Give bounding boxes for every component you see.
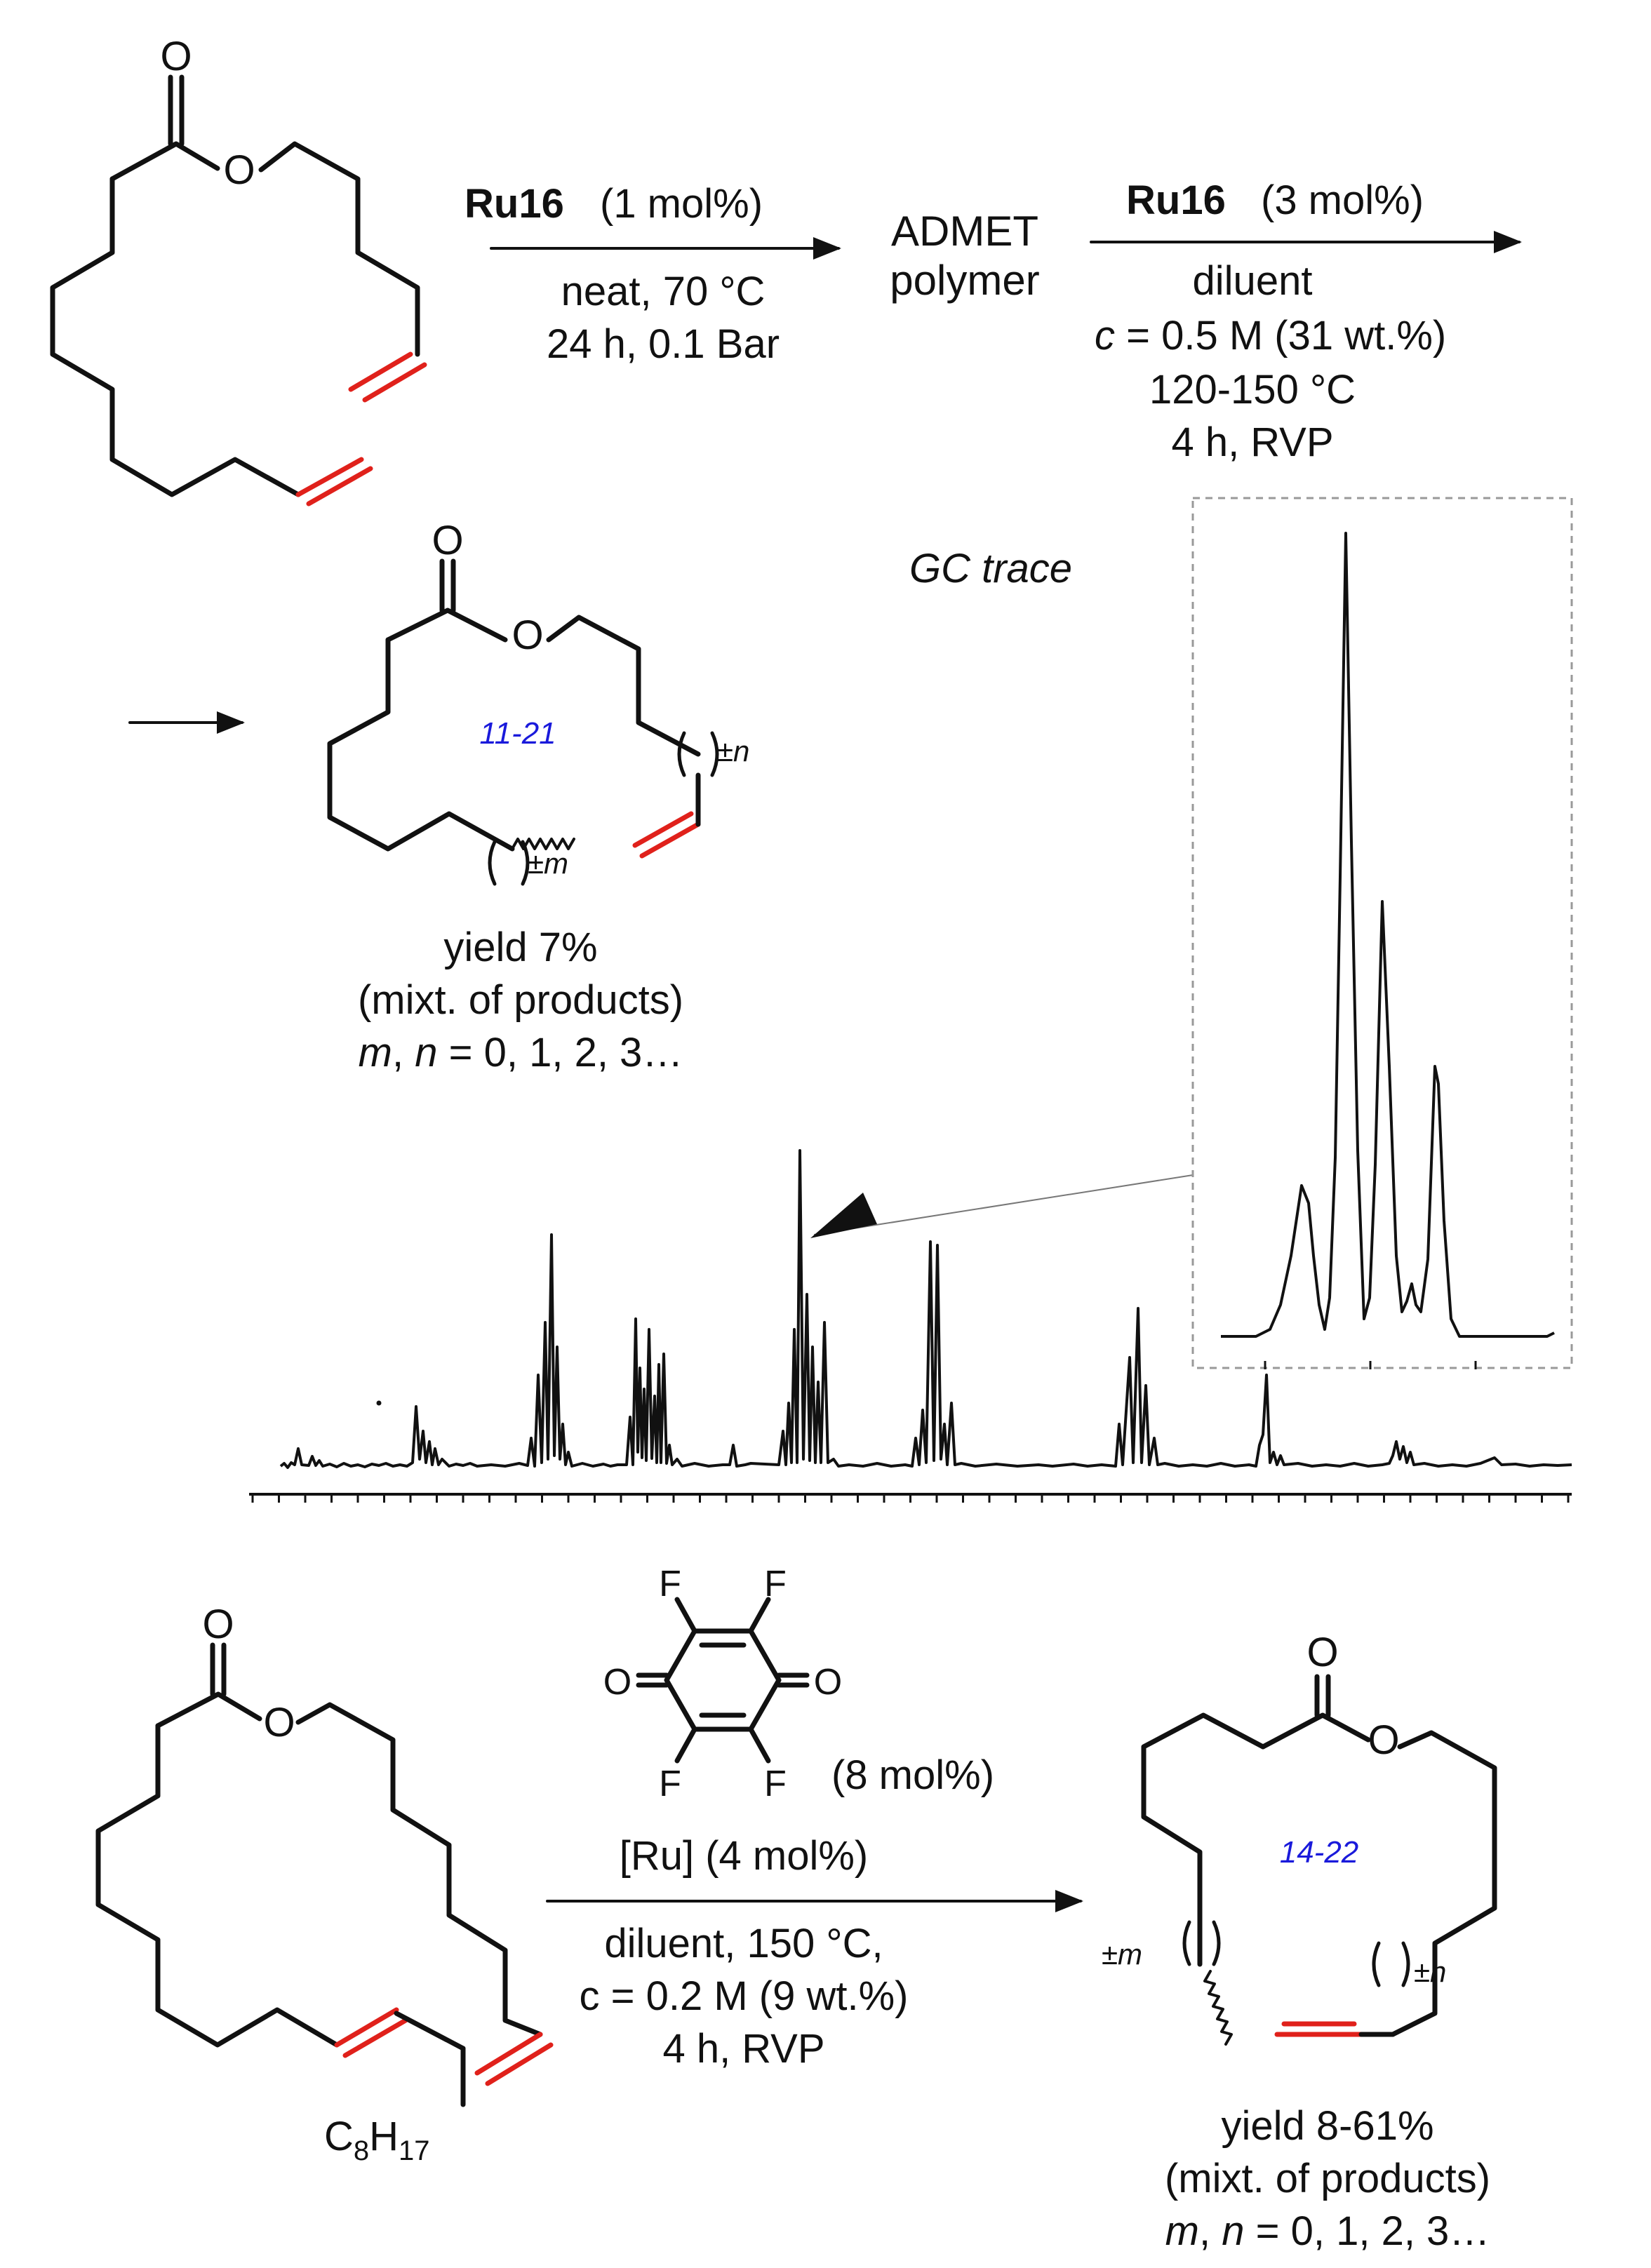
ring-size-label-2: 14-22 <box>1280 1835 1359 1870</box>
m-index-2: ±m <box>1102 1938 1142 1971</box>
reaction-arrow-1: Ru16 (1 mol%) neat, 70 °C 24 h, 0.1 Bar <box>464 181 841 367</box>
quinone-oxygen-1: O <box>603 1662 631 1703</box>
octyl-h: H <box>369 2114 399 2159</box>
mn-values-2: m, n = 0, 1, 2, 3… <box>1165 2208 1490 2254</box>
gc-chromatogram <box>249 1149 1572 1503</box>
loading-2: (3 mol%) <box>1261 177 1424 223</box>
ester-oxygen-2: O <box>263 1700 295 1745</box>
ester-oxygen-p2: O <box>1368 1717 1399 1763</box>
intermediate-line1: ADMET <box>891 208 1038 255</box>
fluorine-3: F <box>659 1764 681 1804</box>
n-index-1: ±n <box>717 734 749 767</box>
intermediate-line2: polymer <box>890 257 1039 304</box>
gc-trace-line <box>279 1149 1572 1469</box>
fluorine-1: F <box>659 1564 681 1604</box>
octyl-c-count: 8 <box>354 2135 369 2166</box>
fluoranil-additive: F F F F O O (8 mol%) <box>603 1564 994 1804</box>
inset-pointer-arrowhead <box>810 1193 877 1238</box>
octyl-c: C <box>324 2114 354 2159</box>
conditions-2a: diluent <box>1193 258 1313 304</box>
gc-inset <box>1191 497 1573 1369</box>
mn-separator-2: , <box>1199 2208 1222 2254</box>
quinone-oxygen-2: O <box>814 1662 842 1703</box>
starting-material-2: O O C8H17 <box>95 1602 554 2166</box>
mn-values-1: m, n = 0, 1, 2, 3… <box>359 1030 683 1075</box>
mn-range-1: = 0, 1, 2, 3… <box>438 1030 683 1075</box>
concentration-value: = 0.5 M (31 wt.%) <box>1115 313 1446 358</box>
octyl-substituent: C8H17 <box>324 2114 430 2166</box>
yield-1: yield 7% <box>443 925 597 970</box>
conditions-1a: neat, 70 °C <box>561 269 766 314</box>
carbonyl-oxygen: O <box>160 34 192 79</box>
conditions-2c: 120-150 °C <box>1149 367 1356 412</box>
fluorine-4: F <box>764 1764 787 1804</box>
concentration-symbol: c <box>1095 313 1115 358</box>
catalyst-ru16-a: Ru16 <box>464 181 564 227</box>
mn-separator-1: , <box>392 1030 415 1075</box>
carbonyl-oxygen-2: O <box>202 1602 234 1647</box>
gc-trace-label: GC trace <box>909 546 1072 591</box>
loading-1: (1 mol%) <box>600 181 763 227</box>
conditions-2d: 4 h, RVP <box>1171 420 1333 465</box>
conditions-3b: c = 0.2 M (9 wt.%) <box>580 1973 909 2019</box>
additive-loading: (8 mol%) <box>831 1752 994 1798</box>
m-index-1: ±m <box>528 847 568 880</box>
yield-2: yield 8-61% <box>1221 2103 1433 2149</box>
conditions-3c: 4 h, RVP <box>662 2026 824 2072</box>
octyl-h-count: 17 <box>399 2135 430 2166</box>
ester-oxygen: O <box>223 147 255 193</box>
n-symbol-1: n <box>415 1030 437 1075</box>
m-symbol-2: m <box>1165 2208 1199 2254</box>
conditions-2b: c = 0.5 M (31 wt.%) <box>1095 313 1446 358</box>
m-symbol-1: m <box>359 1030 392 1075</box>
carbonyl-oxygen-p2: O <box>1306 1630 1338 1675</box>
product-macrocycle-1: O O 11-21 ±n ±m <box>327 518 749 886</box>
inset-pointer-line <box>813 1174 1194 1235</box>
mixture-note-1: (mixt. of products) <box>358 977 683 1023</box>
catalyst-ru16-b: Ru16 <box>1126 177 1226 223</box>
reaction-arrow-2: Ru16 (3 mol%) diluent c = 0.5 M (31 wt.%… <box>1090 177 1522 465</box>
ring-size-label-1: 11-21 <box>479 716 556 751</box>
conditions-3a: diluent, 150 °C, <box>604 1921 883 1966</box>
carbonyl-oxygen-p1: O <box>432 518 463 563</box>
mn-range-2: = 0, 1, 2, 3… <box>1245 2208 1490 2254</box>
starting-material-1: O O <box>50 34 427 1406</box>
inset-trace <box>1221 532 1555 1338</box>
mixture-note-2: (mixt. of products) <box>1165 2156 1490 2201</box>
inset-frame <box>1191 497 1573 1369</box>
n-index-2: ±n <box>1414 1955 1446 1988</box>
product-macrocycle-2: O O 14-22 ±m ±n <box>1102 1630 1497 2046</box>
n-symbol-2: n <box>1222 2208 1244 2254</box>
gc-axis-ticks <box>251 1494 1570 1503</box>
ru-catalyst-loading: [Ru] (4 mol%) <box>620 1833 869 1879</box>
conditions-1b: 24 h, 0.1 Bar <box>547 321 780 367</box>
fluorine-2: F <box>764 1564 787 1604</box>
ester-oxygen-p1: O <box>512 612 543 658</box>
